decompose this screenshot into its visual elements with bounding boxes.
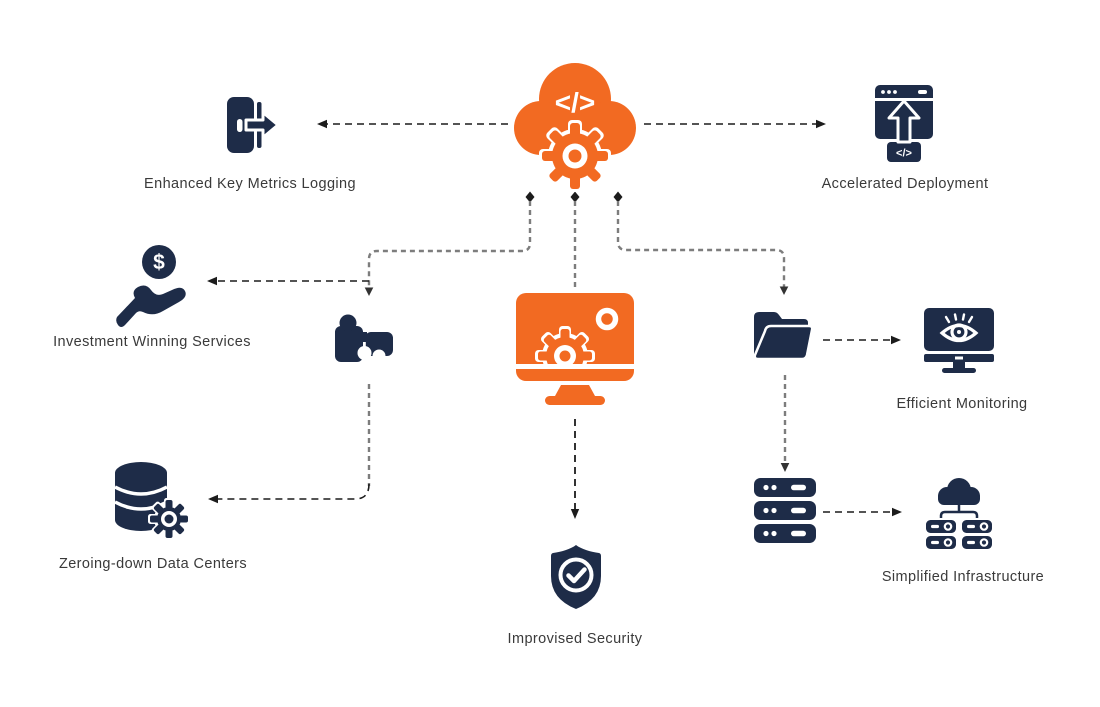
- cloud-server-cluster-icon: [926, 478, 992, 549]
- dollar-glyph: $: [153, 251, 165, 274]
- shield-check-icon: [551, 545, 601, 609]
- hub-node: </>: [507, 55, 643, 195]
- metrics-label: Enhanced Key Metrics Logging: [144, 176, 356, 192]
- eye-monitor-icon: [924, 308, 994, 373]
- puzzle-icon: [335, 314, 393, 363]
- hub-code-glyph: </>: [555, 87, 595, 118]
- server-rack-icon: [754, 478, 816, 543]
- security-label: Improvised Security: [507, 631, 643, 647]
- integration-node: [332, 310, 396, 364]
- investment-node: $: [110, 242, 194, 330]
- open-folder-icon: [753, 312, 814, 361]
- deployment-node: </>: [874, 84, 934, 168]
- deployment-code-glyph: </>: [896, 148, 912, 160]
- automation-node: [515, 292, 635, 410]
- security-node: [543, 542, 609, 612]
- infrastructure-label: Simplified Infrastructure: [881, 569, 1045, 585]
- servers-node: [752, 478, 818, 546]
- hand-dollar-icon: $: [116, 245, 186, 327]
- datacenters-node: [110, 460, 190, 542]
- metrics-node: [210, 88, 284, 162]
- datacenters-label: Zeroing-down Data Centers: [58, 556, 248, 572]
- browser-upload-code-icon: </>: [875, 85, 933, 162]
- infrastructure-node: [922, 475, 996, 551]
- investment-label: Investment Winning Services: [53, 334, 251, 350]
- door-exit-icon: [227, 97, 280, 153]
- deployment-label: Accelerated Deployment: [821, 176, 989, 192]
- monitoring-node: [922, 306, 996, 374]
- monitoring-label: Efficient Monitoring: [896, 396, 1028, 412]
- monitor-gear-icon: [516, 293, 634, 405]
- database-gear-icon: [114, 462, 190, 540]
- folder-node: [751, 304, 817, 368]
- cloud-code-gear-icon: </>: [514, 63, 636, 192]
